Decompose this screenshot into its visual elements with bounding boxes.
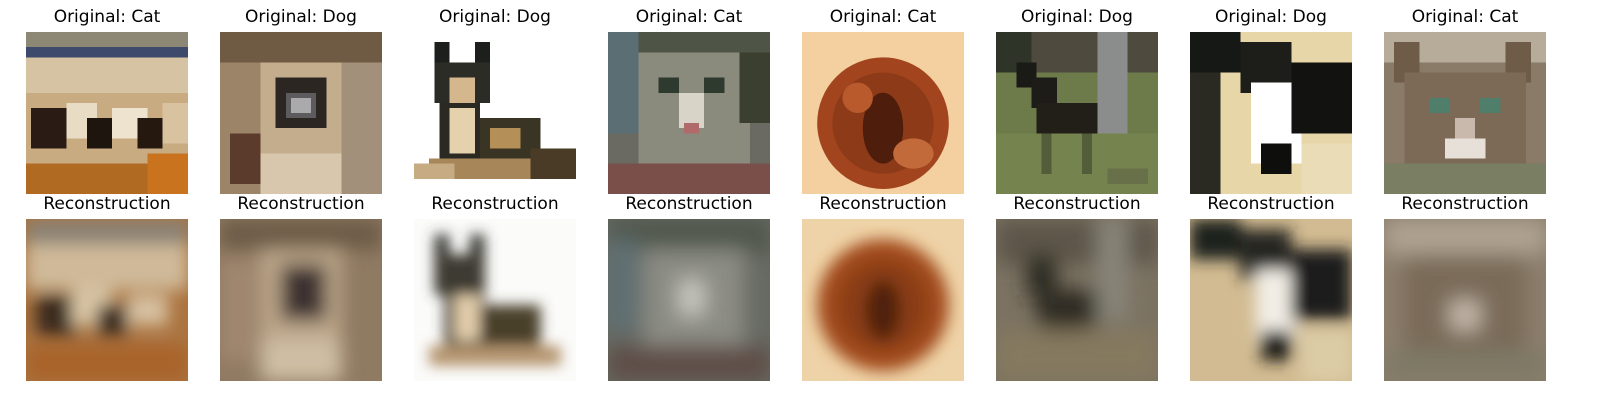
original-image-8 [1384,32,1546,194]
panel-title: Reconstruction [1013,194,1141,214]
original-image-4 [608,32,770,194]
panel-title: Original: Dog [1021,7,1133,27]
reconstruction-image-7 [1190,219,1352,381]
original-image-6 [996,32,1158,194]
panel-title: Reconstruction [1401,194,1529,214]
reconstruction-image-2 [220,219,382,381]
panel-title: Original: Cat [53,7,161,27]
panel-title: Original: Dog [245,7,357,27]
reconstruction-image-5 [802,219,964,381]
reconstruction-image-4 [608,219,770,381]
panel-title: Reconstruction [431,194,559,214]
panel-title: Original: Dog [439,7,551,27]
original-image-5 [802,32,964,194]
panel-title: Original: Cat [829,7,937,27]
panel-title: Original: Dog [1215,7,1327,27]
panel-title: Reconstruction [819,194,947,214]
original-image-3 [414,32,576,194]
panel-title: Original: Cat [1411,7,1519,27]
panel-title: Original: Cat [635,7,743,27]
panel-title: Reconstruction [1207,194,1335,214]
reconstruction-image-8 [1384,219,1546,381]
original-image-1 [26,32,188,194]
panel-title: Reconstruction [237,194,365,214]
original-image-2 [220,32,382,194]
reconstruction-image-1 [26,219,188,381]
panel-title: Reconstruction [43,194,171,214]
panel-title: Reconstruction [625,194,753,214]
reconstruction-image-3 [414,219,576,381]
original-image-7 [1190,32,1352,194]
reconstruction-image-6 [996,219,1158,381]
